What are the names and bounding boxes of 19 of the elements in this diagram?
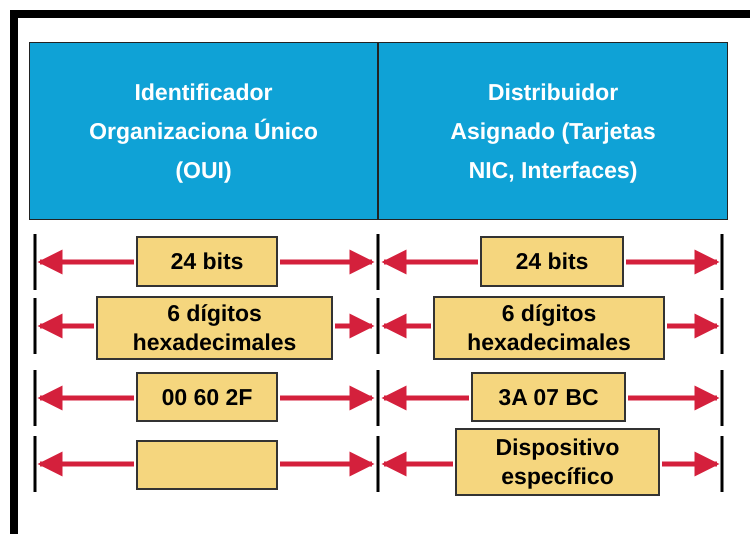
- value-label: 3A 07 BC: [498, 382, 599, 412]
- value-label: 6 dígitos hexadecimales: [466, 299, 632, 357]
- value-label: 6 dígitos hexadecimales: [132, 299, 298, 357]
- value-box: [433, 296, 665, 360]
- header-text: Distribuidor Asignado (Tarjetas NIC, Interfaces): [449, 78, 657, 185]
- value-box: [136, 236, 278, 287]
- value-label: 24 bits: [516, 247, 588, 276]
- value-box: [136, 372, 278, 422]
- header-cell: [29, 42, 378, 220]
- value-box: [471, 372, 626, 422]
- value-box: [455, 428, 660, 496]
- value-box: [480, 236, 624, 287]
- value-box: [136, 440, 278, 490]
- value-box: [96, 296, 333, 360]
- header-cell: [378, 42, 728, 220]
- value-label: 24 bits: [170, 247, 244, 276]
- header-text: Identificador Organizaciona Único (OUI): [88, 78, 319, 185]
- value-label: Dispositivo específico: [494, 433, 620, 491]
- value-label: 00 60 2F: [162, 382, 252, 412]
